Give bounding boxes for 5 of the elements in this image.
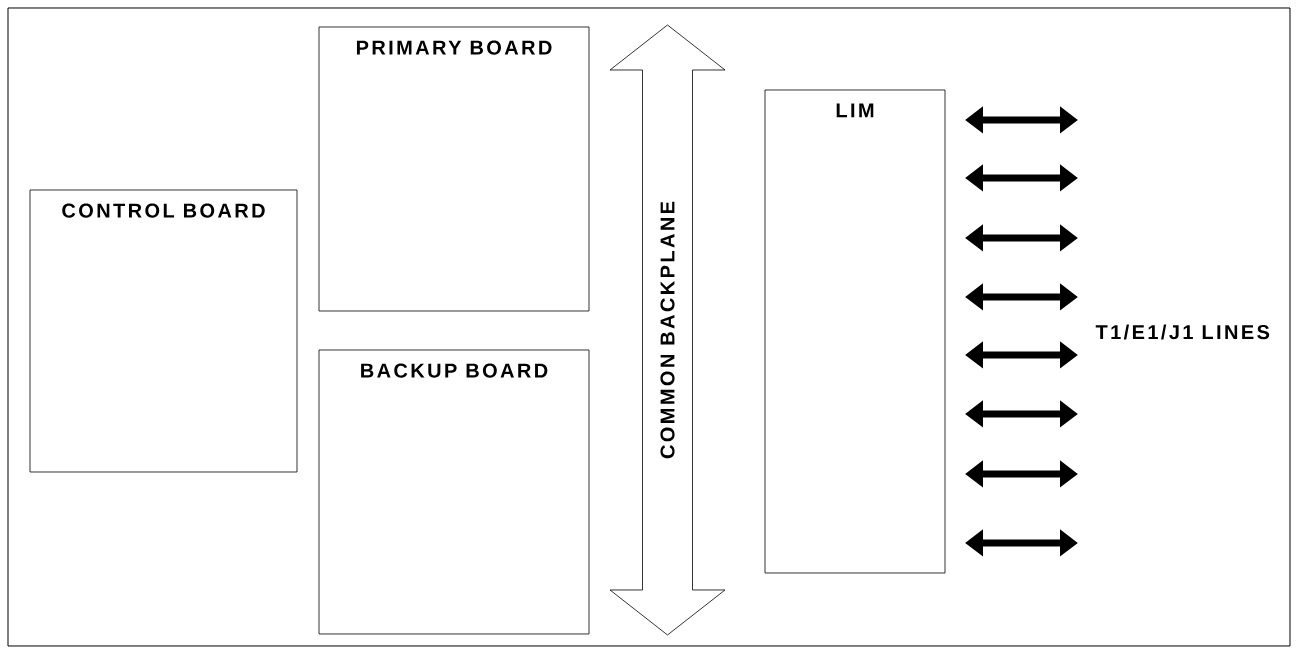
board-box: PRIMARY BOARD [318,26,590,312]
board-box: LIM [764,89,946,574]
lines-label: T1/E1/J1 LINES [1095,324,1270,340]
board-box: CONTROL BOARD [29,189,298,473]
board-box: BACKUP BOARD [318,349,590,635]
